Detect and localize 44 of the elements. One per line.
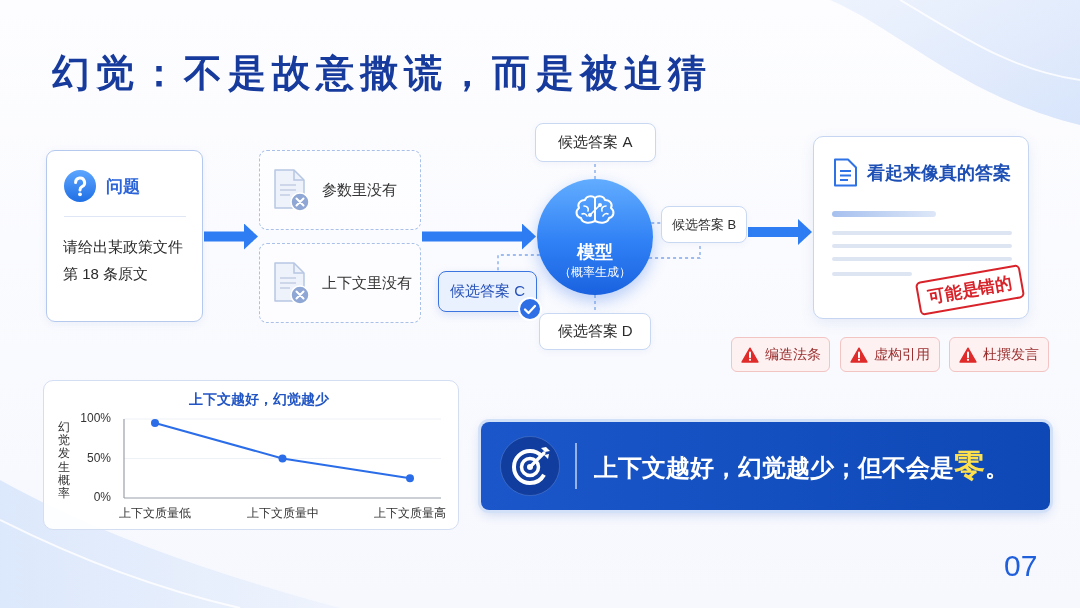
- axis-tick-label: 100%: [80, 411, 111, 425]
- missing-info-box: [259, 243, 421, 323]
- candidate-box: [535, 123, 656, 162]
- model-title: 模型: [577, 241, 613, 264]
- page-number: 07: [1004, 551, 1038, 581]
- question-card: [46, 150, 203, 322]
- stamp-text: 可能是错的: [926, 272, 1014, 309]
- box-label: 参数里没有: [322, 180, 397, 200]
- warning-tag: [731, 337, 830, 372]
- tag-label: 虚构引用: [874, 345, 930, 364]
- axis-tick-label: 50%: [86, 450, 111, 465]
- tag-label: 杜撰发言: [983, 345, 1039, 364]
- axis-title: 幻觉发生概率: [58, 421, 70, 501]
- warning-tag: [949, 337, 1049, 372]
- model-circle: [537, 179, 653, 295]
- candidate-label: 候选答案 D: [557, 322, 633, 341]
- warning-tag: [840, 337, 940, 372]
- stamp: [914, 264, 1026, 316]
- answer-card: [813, 136, 1029, 319]
- card-heading: 问题: [106, 176, 140, 198]
- box-label: 上下文里没有: [322, 273, 412, 293]
- connector-line: [497, 254, 541, 272]
- axis-category-label: 上下文质量中: [246, 506, 319, 520]
- chart-title: 上下文越好，幻觉越少: [189, 390, 329, 408]
- candidate-box: [661, 206, 747, 243]
- axis-category-label: 上下文质量高: [374, 506, 446, 520]
- candidate-label: 候选答案 C: [450, 282, 525, 301]
- axis-tick-label: 0%: [93, 490, 111, 504]
- candidate-box: [539, 313, 651, 350]
- flow-arrow: [748, 219, 812, 245]
- connector-line: [594, 161, 596, 180]
- conclusion-banner: [481, 422, 1050, 510]
- tag-label: 编造法条: [764, 345, 821, 364]
- candidate-label: 候选答案 B: [671, 215, 737, 234]
- missing-info-box: [259, 150, 421, 230]
- flow-arrow: [422, 223, 536, 250]
- connector-line: [650, 222, 662, 224]
- model-subtitle: （概率生成）: [559, 264, 631, 281]
- slide-title: 幻觉：不是故意撒谎，而是被迫猜: [52, 51, 712, 96]
- banner-text: 上下文越好，幻觉越少；但不会是零。: [594, 447, 1009, 485]
- candidate-label: 候选答案 A: [558, 133, 633, 152]
- axis-category-label: 上下文质量低: [119, 506, 191, 520]
- question-text: 请给出某政策文件第 18 条原文: [63, 237, 184, 284]
- card-heading: 看起来像真的答案: [867, 162, 1011, 185]
